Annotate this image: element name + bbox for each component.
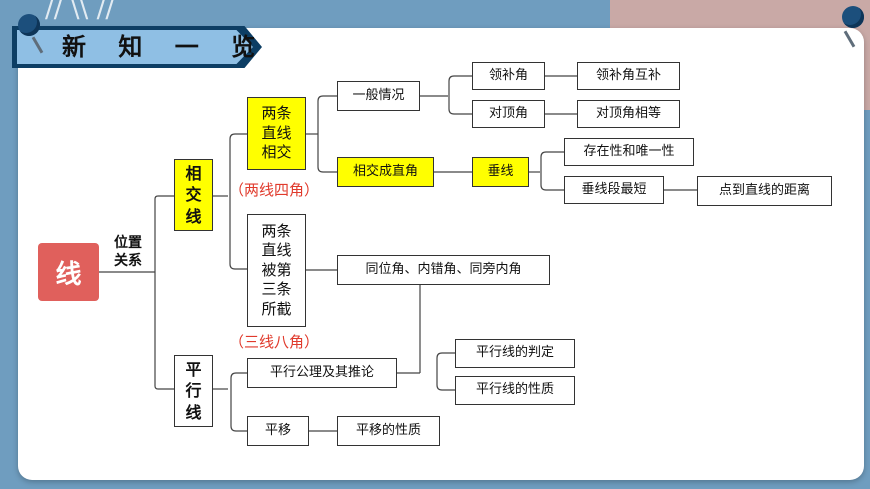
- position-relation-label: 位置 关系: [114, 235, 142, 269]
- supplementary-property-node: 领补角互补: [577, 62, 680, 90]
- parallel-lines-node: 平 行 线: [174, 355, 213, 427]
- root-node-line: 线: [38, 243, 99, 301]
- angle-types-node: 同位角、内错角、同旁内角: [337, 255, 550, 285]
- content-card: [18, 28, 864, 480]
- doodle-marks: // \\ //: [45, 0, 115, 24]
- pin-icon-right: [842, 6, 864, 28]
- two-lines-transversal-node: 两条 直线 被第 三条 所截: [247, 214, 306, 327]
- translation-node: 平移: [247, 416, 309, 446]
- right-angle-intersect-node: 相交成直角: [337, 157, 434, 187]
- slide-title: 新 知 一 览: [62, 32, 268, 61]
- perpendicular-node: 垂线: [472, 157, 529, 187]
- shortest-perpendicular-node: 垂线段最短: [564, 176, 664, 204]
- note-two-lines-four-angles: （两线四角）: [229, 181, 320, 199]
- supplementary-angle-node: 领补角: [472, 62, 545, 90]
- two-lines-intersect-node: 两条 直线 相交: [247, 97, 306, 170]
- vertical-angle-node: 对顶角: [472, 100, 545, 128]
- vertical-angle-property-node: 对顶角相等: [577, 100, 680, 128]
- translation-property-node: 平移的性质: [337, 416, 440, 446]
- intersecting-lines-node: 相 交 线: [174, 159, 213, 231]
- note-three-lines-eight-angles: （三线八角）: [229, 333, 320, 351]
- general-case-node: 一般情况: [337, 81, 420, 111]
- parallel-properties-node: 平行线的性质: [455, 376, 575, 405]
- point-line-distance-node: 点到直线的距离: [697, 176, 832, 206]
- pin-icon-left: [18, 14, 40, 36]
- title-banner-inner: [17, 30, 253, 64]
- parallel-criteria-node: 平行线的判定: [455, 339, 575, 368]
- parallel-postulate-node: 平行公理及其推论: [247, 358, 397, 388]
- existence-uniqueness-node: 存在性和唯一性: [564, 138, 694, 166]
